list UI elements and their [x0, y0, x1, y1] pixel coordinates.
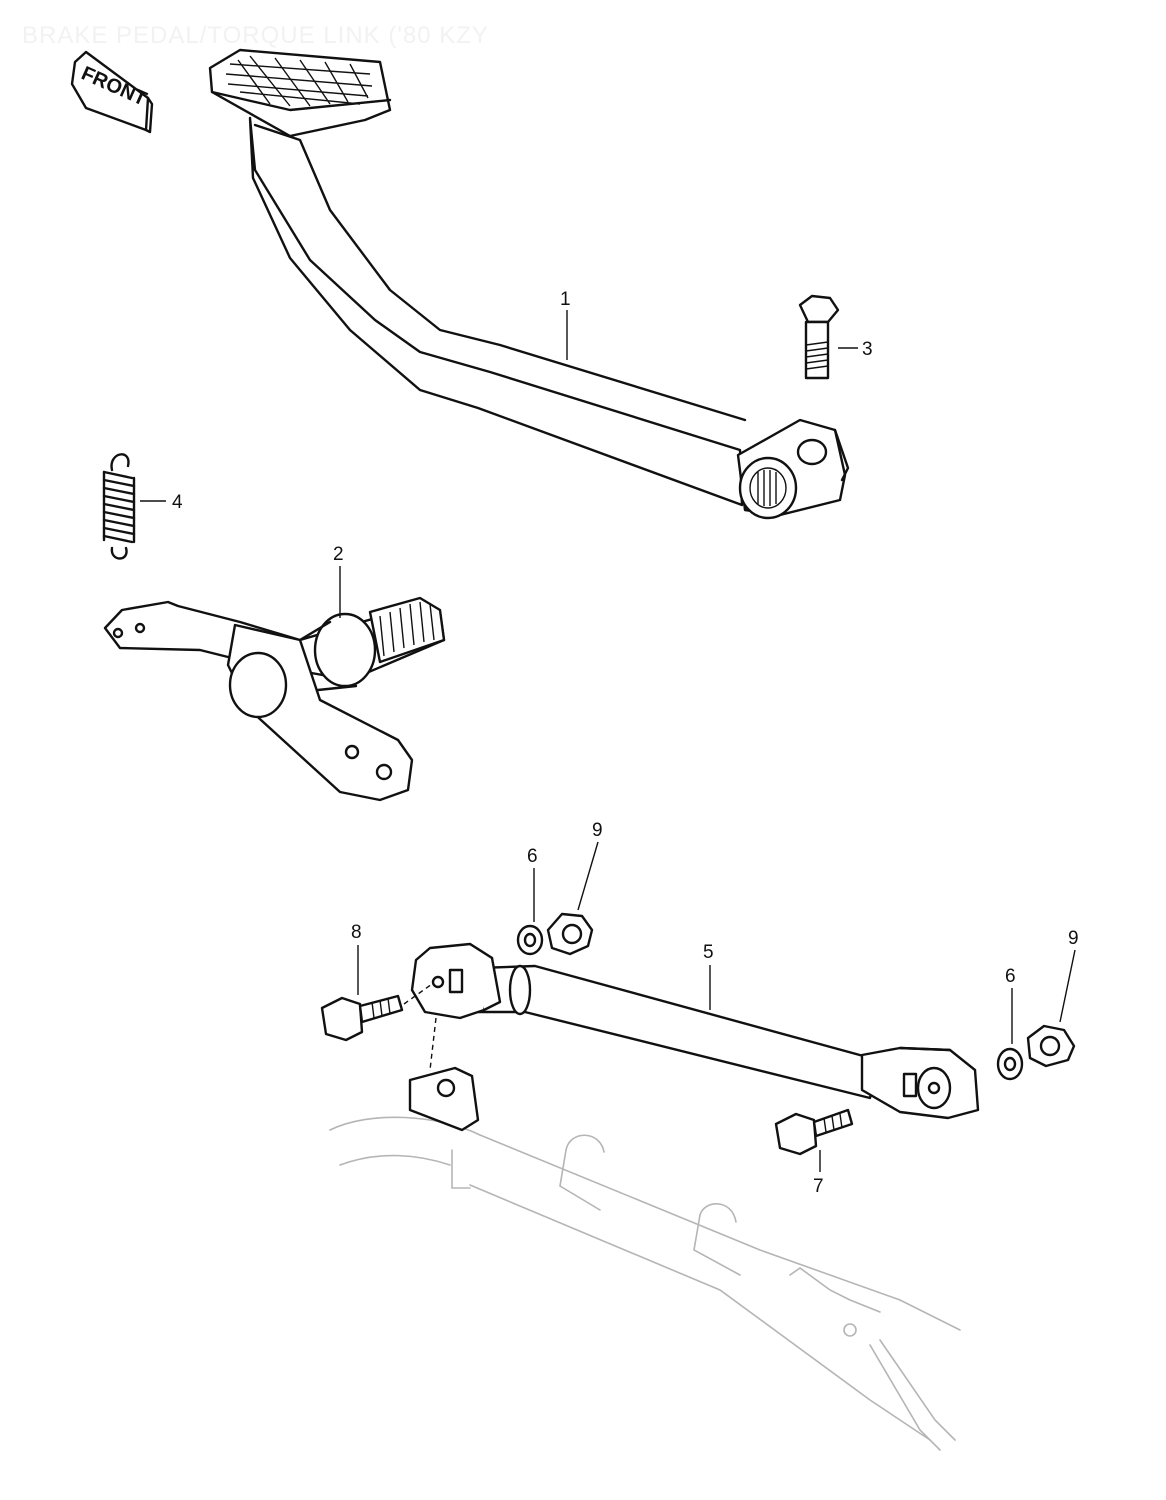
- callout-4: 4: [140, 492, 183, 513]
- svg-text:5: 5: [703, 942, 714, 963]
- callout-2: 2: [333, 544, 344, 618]
- svg-text:3: 3: [862, 339, 873, 360]
- svg-text:2: 2: [333, 544, 344, 565]
- svg-text:4: 4: [172, 492, 183, 513]
- callout-3: 3: [838, 339, 873, 360]
- svg-text:9: 9: [1068, 928, 1079, 949]
- svg-text:7: 7: [813, 1176, 824, 1197]
- diagram-title: BRAKE PEDAL/TORQUE LINK ('80 KZY: [22, 22, 489, 49]
- svg-text:6: 6: [527, 846, 538, 867]
- callout-9b: 9: [1059, 928, 1079, 1023]
- nut-right-part: [1026, 1024, 1076, 1068]
- callout-7: 7: [813, 1150, 824, 1197]
- callout-6a: 6: [527, 846, 538, 922]
- callout-9a: 9: [577, 820, 603, 911]
- link-bolt-left-part: [320, 994, 404, 1042]
- pedal-tread-pattern: [225, 55, 373, 107]
- brake-shaft-lever-part: [103, 596, 446, 802]
- svg-text:9: 9: [592, 820, 603, 841]
- callout-8: 8: [351, 922, 362, 995]
- torque-link-part: [410, 942, 980, 1120]
- nut-left-part: [546, 912, 594, 956]
- swingarm-background: [329, 1116, 961, 1451]
- svg-text:8: 8: [351, 922, 362, 943]
- washer-left-part: [516, 924, 544, 956]
- front-direction-badge: FRONT: [70, 50, 154, 134]
- frame-bracket: [408, 1017, 480, 1132]
- svg-text:1: 1: [560, 289, 571, 310]
- callout-1: 1: [560, 289, 571, 360]
- return-spring-part: [102, 453, 136, 560]
- bolt-part: [798, 294, 840, 380]
- brake-pedal-part: [208, 48, 850, 520]
- link-bolt-right-part: [774, 1108, 854, 1156]
- washer-right-part: [996, 1047, 1024, 1081]
- callout-5: 5: [703, 942, 714, 1010]
- callout-6b: 6: [1005, 966, 1016, 1044]
- svg-text:6: 6: [1005, 966, 1016, 987]
